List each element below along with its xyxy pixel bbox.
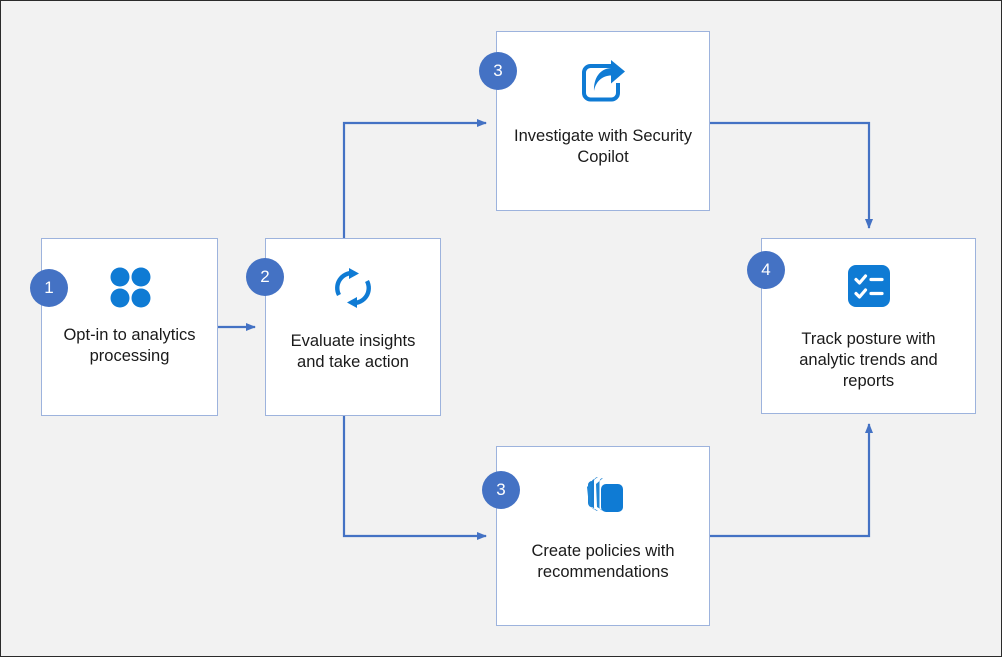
node-evaluate-insights[interactable]: Evaluate insights and take action bbox=[265, 238, 441, 416]
node-create-policies[interactable]: Create policies with recommendations bbox=[496, 446, 710, 626]
node-label: Investigate with Security Copilot bbox=[514, 127, 692, 166]
connector-2-to-investigate bbox=[342, 119, 487, 238]
node-track-posture[interactable]: Track posture with analytic trends and r… bbox=[761, 238, 976, 414]
connector-create-policies-to-4 bbox=[710, 423, 873, 538]
step-badge-3-investigate: 3 bbox=[479, 52, 517, 90]
node-label: Evaluate insights and take action bbox=[290, 332, 416, 371]
connector-investigate-to-4 bbox=[710, 121, 873, 229]
layers-stack-icon bbox=[578, 473, 628, 519]
refresh-sync-icon bbox=[329, 265, 377, 311]
checklist-icon bbox=[846, 263, 892, 309]
step-badge-2: 2 bbox=[246, 258, 284, 296]
step-badge-4: 4 bbox=[747, 251, 785, 289]
four-dots-grid-icon bbox=[106, 265, 154, 309]
node-label: Create policies with recommendations bbox=[531, 542, 675, 581]
step-badge-1: 1 bbox=[30, 269, 68, 307]
step-badge-3-create-policies: 3 bbox=[482, 471, 520, 509]
share-arrow-icon bbox=[578, 58, 628, 104]
node-opt-in-to-analytics[interactable]: Opt-in to analytics processing bbox=[41, 238, 218, 416]
node-investigate-with-security-copilot[interactable]: Investigate with Security Copilot bbox=[496, 31, 710, 211]
node-label: Track posture with analytic trends and r… bbox=[799, 330, 938, 390]
connector-2-to-create-policies bbox=[342, 416, 487, 540]
node-label: Opt-in to analytics processing bbox=[63, 326, 196, 365]
